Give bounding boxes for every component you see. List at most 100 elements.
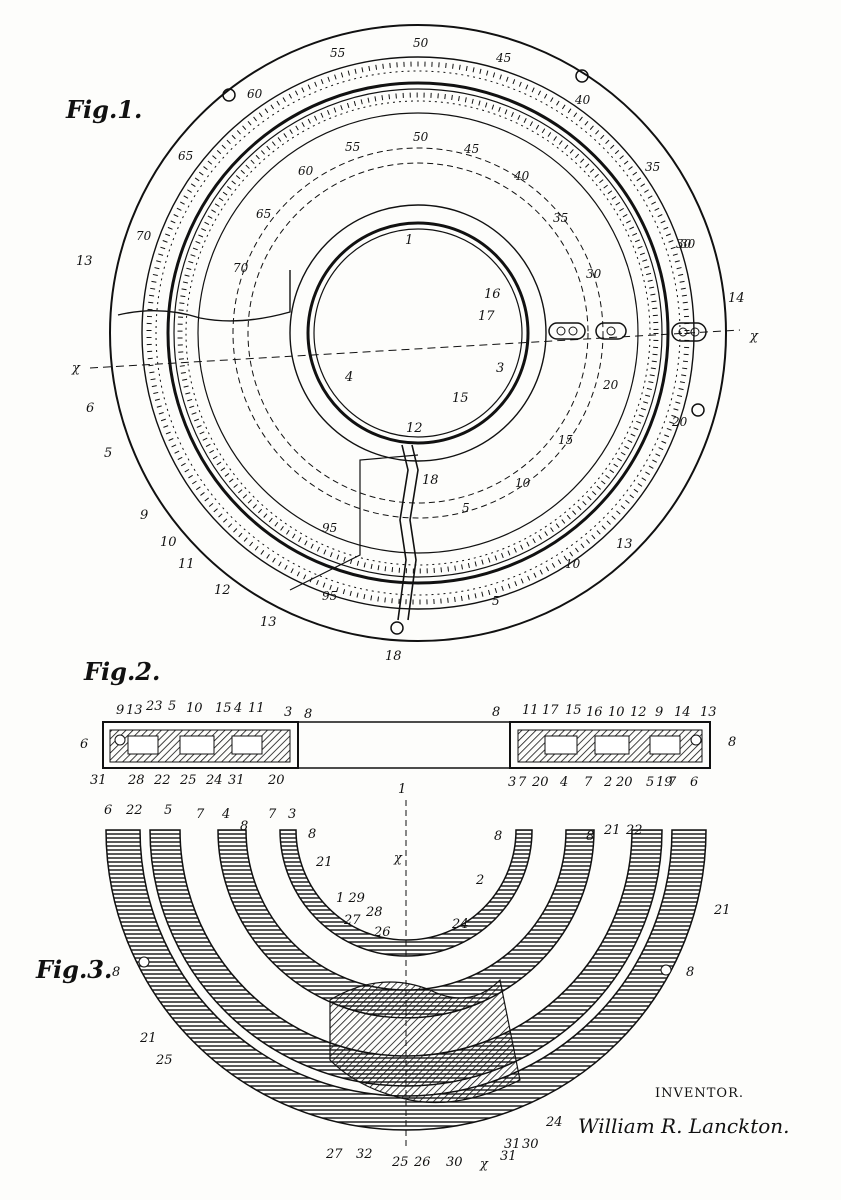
svg-text:5: 5 [646,775,654,790]
svg-text:5: 5 [462,501,470,515]
svg-text:27: 27 [325,1147,343,1162]
svg-text:55: 55 [330,46,345,60]
svg-text:20: 20 [531,775,549,790]
svg-text:16: 16 [586,705,603,720]
svg-text:22: 22 [153,773,171,788]
svg-text:28: 28 [127,773,145,788]
svg-text:2: 2 [603,775,612,790]
svg-text:10: 10 [565,557,581,571]
svg-text:8: 8 [240,819,248,834]
inventor-label: INVENTOR. [655,1086,745,1101]
svg-text:8: 8 [494,829,502,844]
svg-text:23: 23 [145,699,163,714]
svg-text:17: 17 [542,703,559,718]
svg-text:7: 7 [268,807,277,822]
svg-text:4: 4 [221,807,230,822]
svg-text:12: 12 [214,583,231,598]
svg-text:8: 8 [728,735,736,750]
svg-text:3: 3 [496,361,504,376]
svg-text:8: 8 [586,829,594,844]
svg-text:15: 15 [565,703,582,718]
fig1-reference-numerals: 1 3 4 5 6 9 10 11 12 12 13 13 13 14 15 1… [71,233,759,664]
svg-text:5: 5 [164,803,172,818]
svg-text:13: 13 [76,254,93,269]
svg-text:21: 21 [713,903,731,918]
svg-text:21: 21 [315,855,333,870]
svg-text:20: 20 [671,415,688,429]
svg-text:60: 60 [298,164,314,178]
svg-text:4: 4 [344,370,353,385]
fig2-title: Fig.2. [83,657,160,686]
svg-text:31: 31 [504,1137,521,1152]
svg-text:χ: χ [479,1157,489,1172]
svg-text:35: 35 [645,160,660,174]
svg-text:1 29: 1 29 [336,891,365,906]
svg-text:22: 22 [625,823,643,838]
svg-text:55: 55 [345,140,360,154]
svg-text:24: 24 [205,773,223,788]
svg-text:25: 25 [391,1155,409,1170]
svg-text:9: 9 [655,705,663,720]
svg-text:12: 12 [406,421,423,436]
svg-text:20: 20 [602,378,619,392]
svg-text:24: 24 [451,917,469,932]
svg-text:70: 70 [136,229,152,243]
svg-text:10: 10 [160,535,177,550]
svg-text:3: 3 [284,705,292,720]
svg-text:95: 95 [322,521,337,535]
svg-text:32: 32 [356,1147,373,1162]
svg-text:26: 26 [413,1155,431,1170]
svg-text:5: 5 [104,446,112,461]
svg-text:21: 21 [603,823,621,838]
svg-text:χ: χ [749,329,759,344]
svg-text:6: 6 [86,401,94,416]
svg-text:30: 30 [680,237,696,251]
svg-text:6: 6 [690,775,698,790]
svg-text:8: 8 [304,707,312,722]
svg-text:11: 11 [522,703,539,718]
svg-text:1: 1 [398,782,406,797]
svg-text:7: 7 [196,807,205,822]
svg-text:30: 30 [676,237,692,251]
svg-text:40: 40 [513,169,530,183]
svg-text:70: 70 [233,261,249,275]
fig1-title: Fig.1. [65,95,142,124]
svg-text:22: 22 [125,803,143,818]
svg-text:25: 25 [179,773,197,788]
svg-text:18: 18 [422,473,439,488]
svg-text:10: 10 [515,476,531,490]
svg-text:8: 8 [492,705,500,720]
svg-text:1: 1 [405,233,413,248]
svg-text:20: 20 [615,775,633,790]
svg-text:4: 4 [559,775,568,790]
svg-text:10: 10 [608,705,625,720]
svg-text:9: 9 [140,508,148,523]
svg-text:31: 31 [90,773,107,788]
svg-text:95: 95 [322,589,337,603]
svg-text:25: 25 [155,1053,173,1068]
svg-text:11: 11 [178,557,195,572]
fig3-title: Fig.3. [35,955,112,984]
svg-text:45: 45 [463,142,479,156]
svg-text:5: 5 [492,594,500,608]
fig3-reference-numerals: 6 22 5 7 4 8 7 3 8 8 8 21 22 χ 2 1 29 27… [104,803,731,1172]
svg-text:19: 19 [656,775,673,790]
fig1-scale-outer: 50 55 60 65 70 45 40 35 30 20 [136,36,696,429]
svg-text:26: 26 [373,925,391,940]
svg-text:9: 9 [116,703,124,718]
svg-text:14: 14 [674,705,691,720]
svg-text:17: 17 [478,309,495,324]
svg-text:6: 6 [80,737,88,752]
svg-text:65: 65 [178,149,193,163]
svg-text:21: 21 [139,1031,157,1046]
svg-text:2: 2 [475,873,484,888]
svg-text:11: 11 [248,701,265,716]
svg-text:7: 7 [518,775,527,790]
svg-text:24: 24 [545,1115,563,1130]
svg-text:13: 13 [700,705,717,720]
svg-text:65: 65 [256,207,271,221]
svg-text:χ: χ [71,361,81,376]
svg-text:13: 13 [260,615,277,630]
